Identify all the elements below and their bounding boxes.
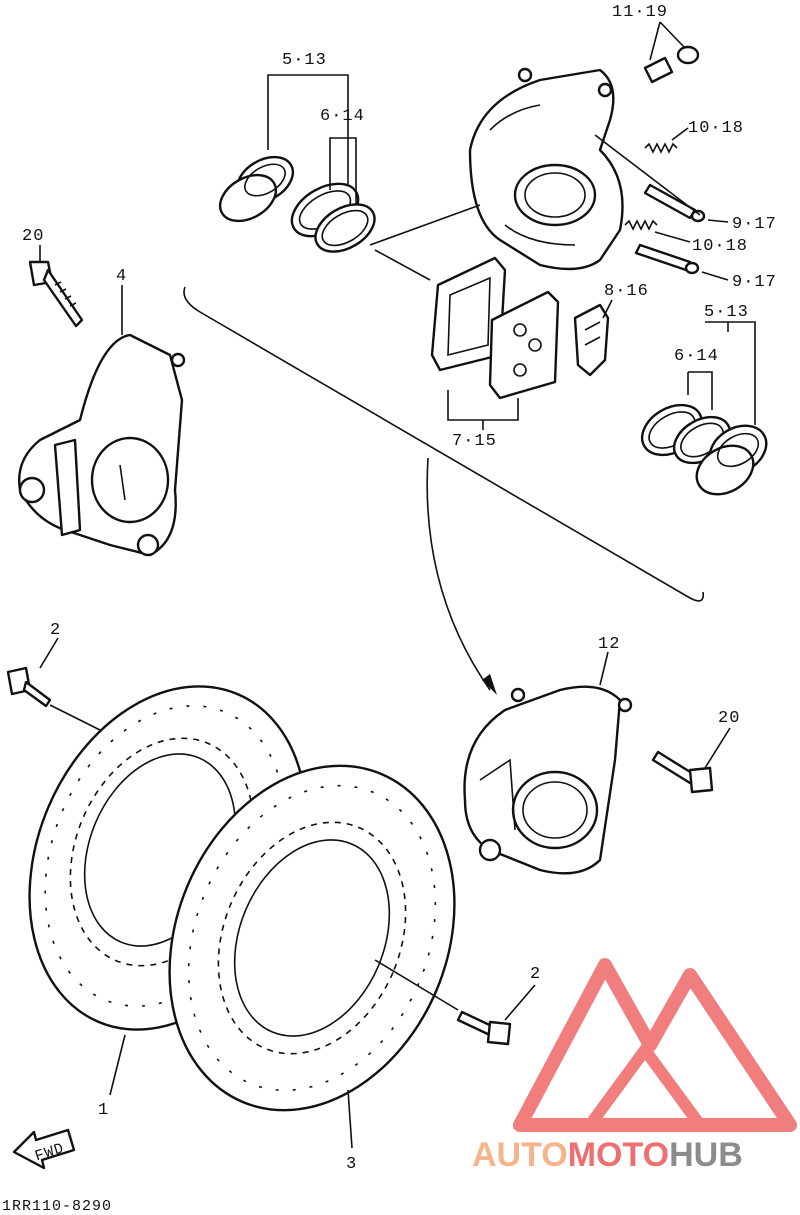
caliper-body-upper	[468, 67, 624, 271]
bleed-screw	[643, 45, 700, 84]
alignment-line-2	[374, 249, 431, 281]
assembly-arrow	[426, 457, 491, 691]
piston-top	[218, 155, 295, 223]
leader-2-right	[504, 984, 536, 1021]
pin-upper	[643, 183, 706, 223]
callout-5-13-top: 5·13	[282, 51, 327, 70]
automotohub-wordmark: AUTOMOTOHUB	[472, 1136, 743, 1174]
leader-9-17-lower	[701, 271, 729, 281]
callout-9-17-upper: 9·17	[732, 215, 777, 234]
fwd-arrow-icon: FWD	[12, 1128, 76, 1170]
leader-6-14-lower	[687, 371, 713, 410]
leader-5-13-lower	[705, 321, 756, 425]
alignment-line-1	[369, 204, 481, 246]
callout-9-17-lower: 9·17	[732, 273, 777, 292]
leader-1	[109, 1034, 126, 1096]
leader-12	[599, 651, 609, 686]
leader-20-right	[704, 727, 731, 769]
diagram-code: 1RR110-8290	[2, 1198, 112, 1215]
brake-disc-right	[168, 764, 456, 1112]
wordmark-moto: MOTO	[568, 1136, 669, 1174]
spring-upper	[644, 142, 678, 154]
leader-9-17-upper	[707, 219, 729, 223]
callout-4: 4	[116, 267, 127, 286]
brake-pads	[430, 256, 560, 400]
caliper-assembly-left	[18, 333, 186, 557]
pin-lower	[634, 243, 700, 275]
leader-5-13-top	[267, 74, 349, 185]
callout-10-18-lower: 10·18	[692, 237, 748, 256]
callout-7-15: 7·15	[452, 432, 497, 451]
bolt-2-right	[456, 1010, 512, 1046]
leader-11-19	[649, 21, 686, 61]
callout-8-16: 8·16	[604, 282, 649, 301]
pad-spring	[573, 303, 610, 377]
leader-2-left	[39, 637, 59, 669]
assembly-arrowhead	[482, 674, 497, 695]
callout-6-14-lower: 6·14	[674, 347, 719, 366]
leader-3	[347, 1089, 353, 1149]
bolt-20-left	[28, 260, 84, 328]
alignment-line-3	[594, 134, 701, 216]
callout-20-left: 20	[22, 227, 44, 246]
leader-6-14-top	[329, 137, 357, 205]
bolt-2-left	[6, 666, 52, 708]
callout-10-18-upper: 10·18	[688, 119, 744, 138]
spring-lower	[624, 219, 658, 231]
line-bolt-2-disc-right	[374, 959, 459, 1011]
leader-10-18-lower	[654, 231, 691, 243]
caliper-assembly-right	[463, 685, 633, 875]
callout-2-left: 2	[50, 621, 61, 640]
callout-5-13-lower: 5·13	[704, 303, 749, 322]
leader-10-18-upper	[671, 127, 689, 141]
seal-top	[290, 182, 376, 253]
piston-lower	[695, 424, 768, 496]
wordmark-hub: HUB	[669, 1136, 743, 1174]
callout-1: 1	[98, 1101, 109, 1120]
callout-11-19: 11·19	[612, 3, 668, 22]
line-bolt-2-disc	[49, 704, 101, 731]
callout-2-right: 2	[530, 965, 541, 984]
automotohub-logo-mark	[513, 958, 797, 1132]
group-bracket	[183, 286, 705, 602]
bolt-20-right	[651, 750, 714, 794]
callout-3: 3	[346, 1155, 357, 1174]
callout-12: 12	[598, 635, 620, 654]
wordmark-auto: AUTO	[472, 1136, 568, 1174]
callout-6-14-top: 6·14	[320, 107, 365, 126]
leader-8-16	[602, 299, 613, 319]
callout-20-right: 20	[718, 709, 740, 728]
